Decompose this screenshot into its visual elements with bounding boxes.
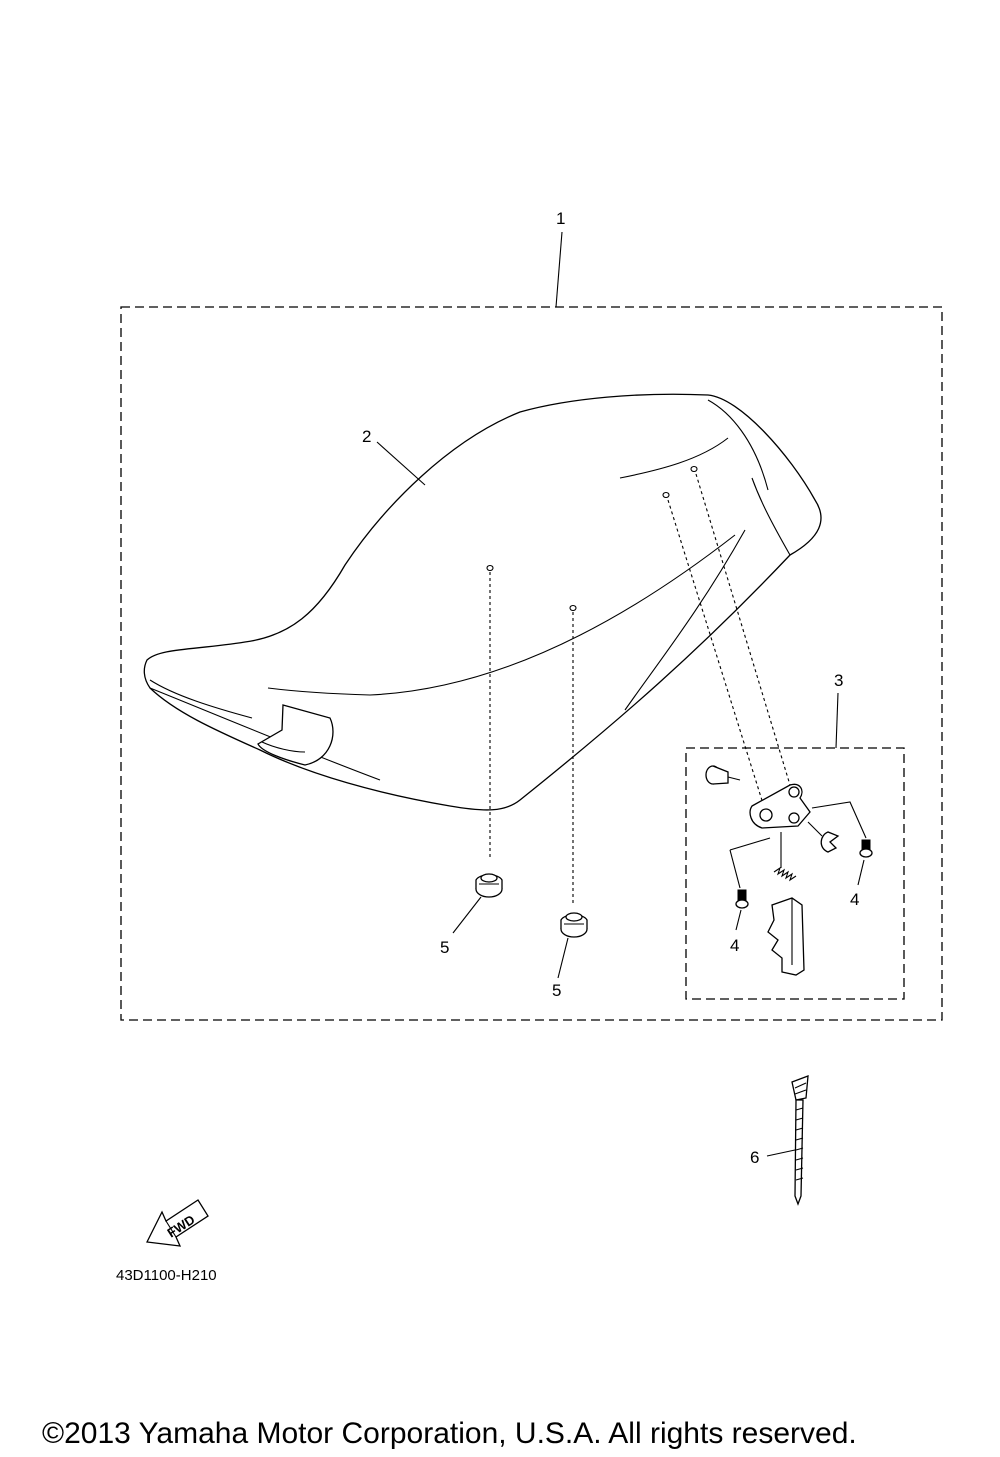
cable-tie-part[interactable] xyxy=(791,1075,809,1206)
callout-3-leader xyxy=(835,692,839,749)
callout-4a[interactable]: 4 xyxy=(730,936,739,955)
seat-assembly-boundary xyxy=(120,306,943,1021)
callout-4b[interactable]: 4 xyxy=(850,890,859,909)
diagram-code: 43D1100-H210 xyxy=(116,1267,217,1284)
copyright-notice: ©2013 Yamaha Motor Corporation, U.S.A. A… xyxy=(42,1417,857,1450)
lock-clip xyxy=(820,831,840,853)
callout-4b-leader xyxy=(857,859,865,886)
screw-part[interactable] xyxy=(859,839,873,858)
lock-hook xyxy=(767,897,805,976)
callout-2[interactable]: 2 xyxy=(362,427,371,446)
seat-hole xyxy=(662,491,670,499)
callout-5b-leader xyxy=(557,937,569,979)
callout-2-leader xyxy=(376,441,426,486)
seat-lock-kit-boundary xyxy=(685,747,905,1000)
callout-5a-leader xyxy=(452,896,482,934)
lock-pin xyxy=(705,765,741,785)
seat-hole xyxy=(569,604,577,612)
callout-5b[interactable]: 5 xyxy=(552,981,561,1000)
callout-5a[interactable]: 5 xyxy=(440,938,449,957)
callout-1[interactable]: 1 xyxy=(556,209,565,228)
alignment-line xyxy=(695,473,791,786)
lock-spring xyxy=(773,866,797,882)
callout-4a-leader xyxy=(735,909,742,931)
callout-3[interactable]: 3 xyxy=(834,671,843,690)
seat-illustration[interactable] xyxy=(143,393,822,811)
callout-6[interactable]: 6 xyxy=(750,1148,759,1167)
screw-part[interactable] xyxy=(735,889,749,909)
fwd-direction-arrow: FWD xyxy=(146,1199,209,1247)
seat-hole xyxy=(486,564,494,572)
damper-rubber-part[interactable] xyxy=(475,873,503,898)
callout-6-leader xyxy=(766,1149,796,1157)
damper-rubber-part[interactable] xyxy=(560,912,588,938)
seat-hole xyxy=(690,465,698,473)
callout-1-leader xyxy=(555,231,563,308)
seat-lock-assembly[interactable] xyxy=(705,765,867,976)
alignment-line xyxy=(667,499,766,811)
